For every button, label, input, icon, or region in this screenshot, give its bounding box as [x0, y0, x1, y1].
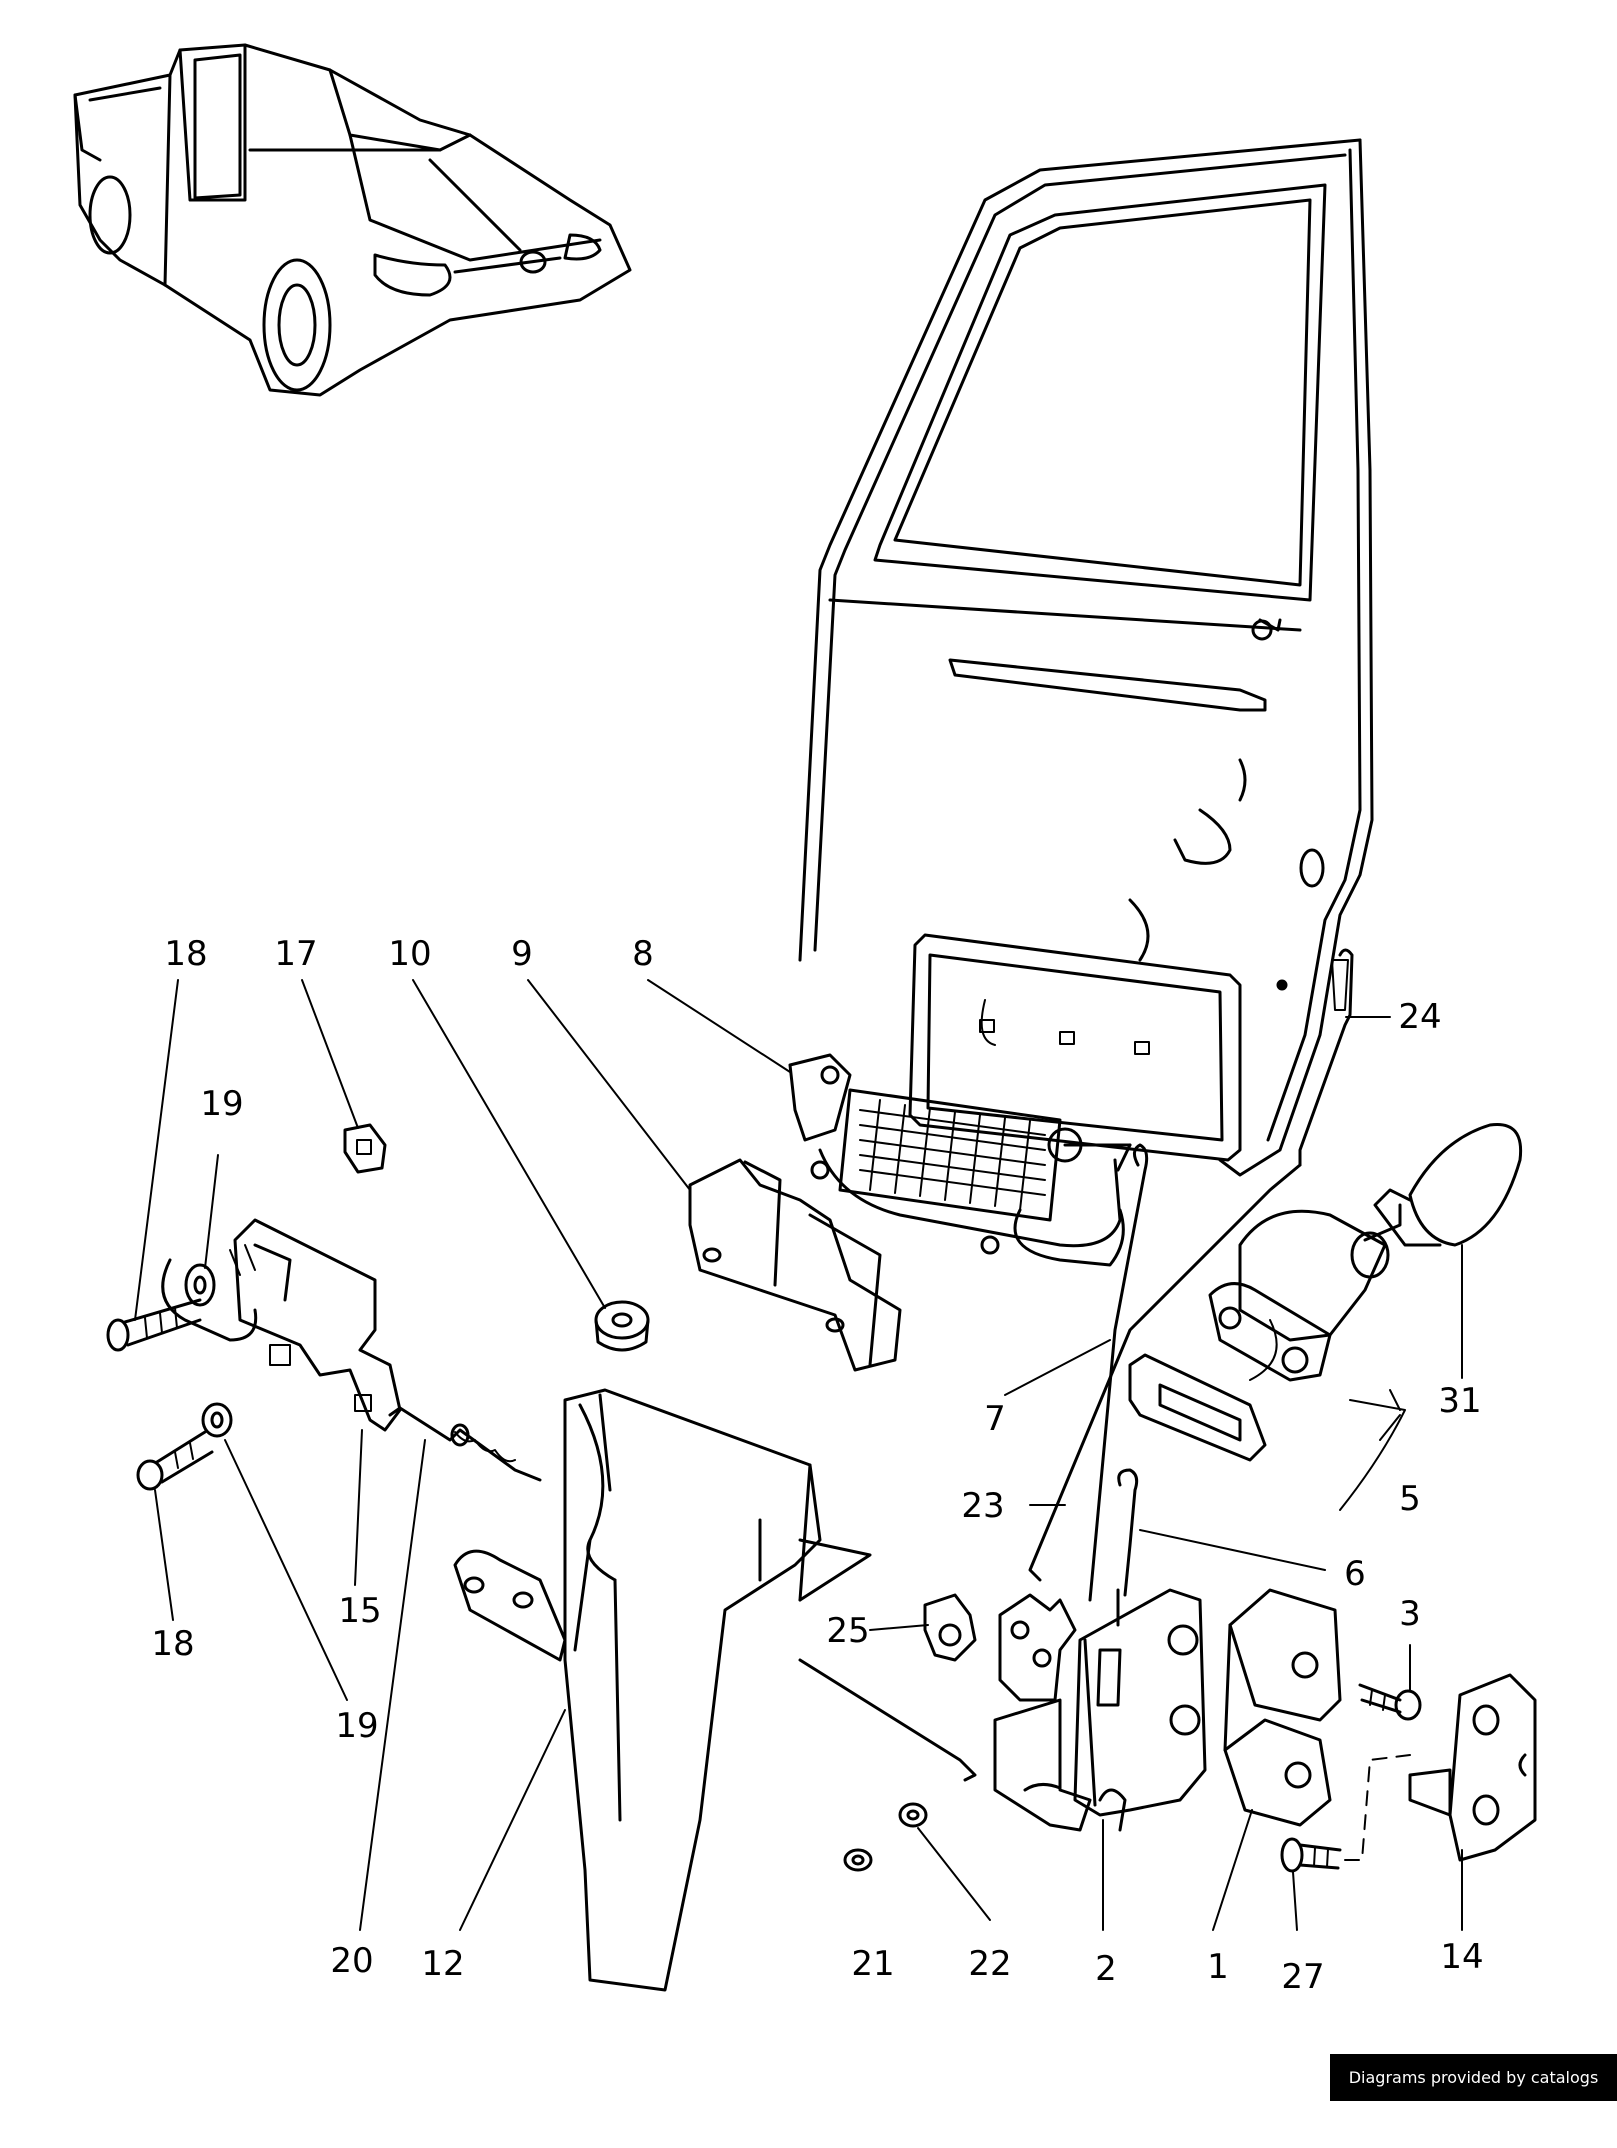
part-20-rod-spring [388, 1406, 542, 1482]
leader-15 [354, 1429, 363, 1586]
callout-24: 24 [1398, 997, 1441, 1037]
part-24-lock-rod [1298, 948, 1354, 1167]
door-shell [798, 138, 1374, 1177]
leader-22 [917, 1827, 991, 1921]
part-2-door-lock [993, 1588, 1207, 1832]
callout-2: 2 [1095, 1949, 1117, 1989]
leader-18a [134, 979, 179, 1321]
callout-6: 6 [1344, 1554, 1366, 1594]
part-9-bracket [688, 1158, 902, 1372]
part-12-trim-cover [563, 1388, 822, 1992]
callout-18a: 18 [164, 934, 207, 974]
leader-9 [527, 979, 691, 1191]
callout-5: 5 [1399, 1479, 1421, 1519]
leader-12 [459, 1709, 566, 1931]
callout-15: 15 [338, 1591, 381, 1631]
callout-8: 8 [632, 934, 654, 974]
part-12-mounting-bracket [453, 1538, 872, 1662]
part-23-lock-rod [1028, 1163, 1302, 1582]
leader-19b [224, 1439, 348, 1701]
callout-21: 21 [851, 1944, 894, 1984]
part-3-screw [1358, 1683, 1422, 1721]
callout-17: 17 [274, 934, 317, 974]
leader-20 [359, 1439, 426, 1931]
leader-1 [1212, 1809, 1253, 1931]
link-rod-lower [798, 1658, 977, 1782]
part-31-inside-handle [1363, 1122, 1523, 1247]
part-19-washer-upper [184, 1263, 216, 1307]
part-8-regulator-panel [788, 933, 1242, 1267]
part-19-washer-lower [201, 1402, 233, 1438]
callout-12: 12 [421, 1944, 464, 1984]
callout-20: 20 [330, 1941, 373, 1981]
part-18-screw-upper [106, 1298, 202, 1352]
leader-5 [1339, 1389, 1406, 1511]
callout-7: 7 [984, 1399, 1006, 1439]
callout-22: 22 [968, 1944, 1011, 1984]
callout-31: 31 [1438, 1381, 1481, 1421]
leader-18b [154, 1489, 174, 1621]
vehicle-illustration [73, 43, 632, 397]
part-25-clip [923, 1593, 977, 1662]
callout-1: 1 [1207, 1947, 1229, 1987]
exploded-parts-diagram: 18 17 10 9 8 24 19 31 7 5 23 6 15 18 25 … [73, 43, 1537, 1997]
part-5-remote-control [1128, 1209, 1390, 1462]
part-22-washer [898, 1802, 928, 1828]
leader-27 [1292, 1871, 1298, 1931]
callout-23: 23 [961, 1486, 1004, 1526]
part-27-bolt [1280, 1837, 1342, 1873]
callout-3: 3 [1399, 1594, 1421, 1634]
leader-10 [412, 979, 606, 1309]
leader-8 [647, 979, 791, 1073]
part-10-nut [594, 1300, 650, 1352]
part-17-clip [343, 1123, 387, 1174]
callout-10: 10 [388, 934, 431, 974]
leader-6 [1139, 1529, 1326, 1571]
leader-25 [869, 1624, 929, 1631]
part-15-outside-handle [161, 1218, 402, 1432]
leader-7 [1004, 1339, 1111, 1396]
part-6-lock-rod [1117, 1468, 1139, 1597]
part-21-washer [843, 1848, 873, 1872]
credit-text: Diagrams provided by catalogs parts [1348, 2068, 1599, 2134]
leader-17 [301, 979, 359, 1129]
part-18-screw-lower [136, 1430, 214, 1491]
callout-labels: 18 17 10 9 8 24 19 31 7 5 23 6 15 18 25 … [151, 934, 1483, 1997]
callout-9: 9 [511, 934, 533, 974]
part-7-lock-rod [1088, 1143, 1149, 1602]
part-14-striker-plate [1408, 1673, 1537, 1862]
callout-18b: 18 [151, 1624, 194, 1664]
credit-banner: Diagrams provided by catalogs parts [1330, 2054, 1617, 2134]
callout-19a: 19 [200, 1084, 243, 1124]
callout-27: 27 [1281, 1957, 1324, 1997]
callout-14: 14 [1440, 1937, 1483, 1977]
leader-19a [204, 1154, 219, 1269]
callout-25: 25 [826, 1611, 869, 1651]
dashed-14-27 [1344, 1754, 1411, 1861]
leader-lines [134, 979, 1463, 1931]
callout-19b: 19 [335, 1706, 378, 1746]
part-1-lock-housing [1223, 1588, 1342, 1827]
